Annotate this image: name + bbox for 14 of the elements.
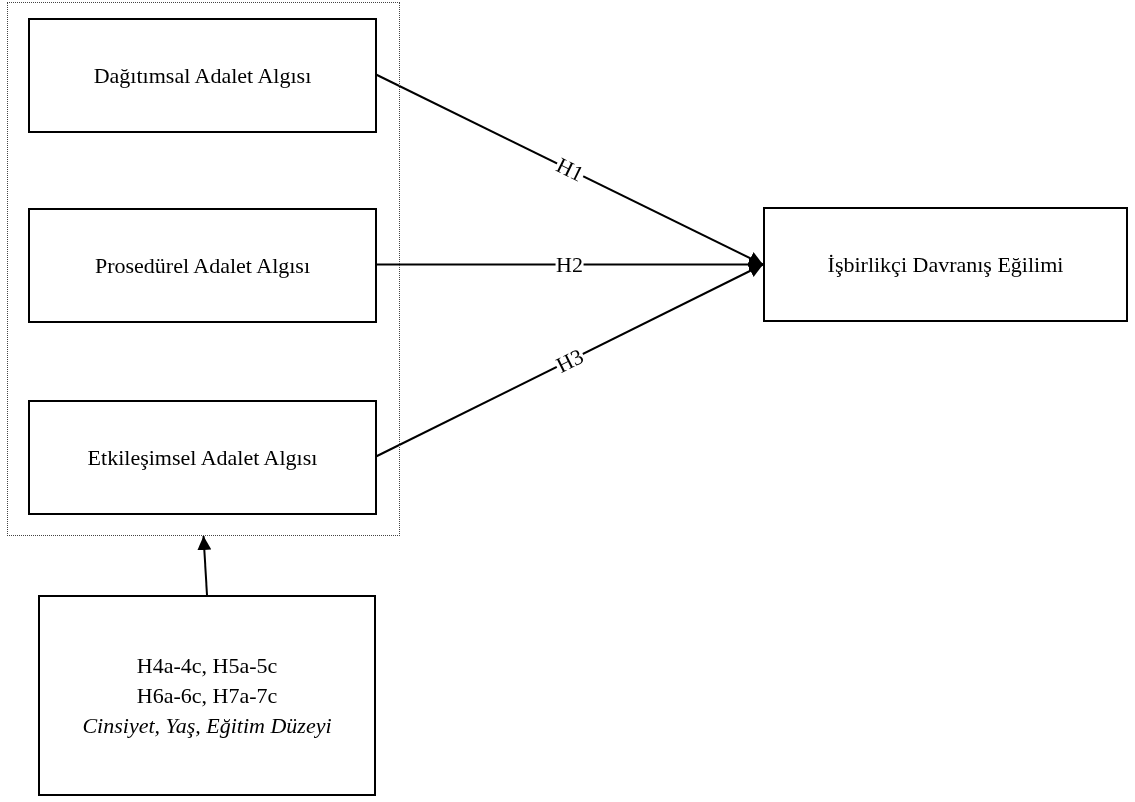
group-frame bbox=[7, 2, 400, 536]
box-text: Etkileşimsel Adalet Algısı bbox=[87, 443, 318, 472]
concept-box bbox=[28, 18, 377, 133]
box-text: H6a-6c, H7a-7c bbox=[136, 681, 278, 710]
concept-box bbox=[28, 400, 377, 515]
concept-box bbox=[763, 207, 1128, 322]
concept-box bbox=[28, 208, 377, 323]
box-text: Prosedürel Adalet Algısı bbox=[94, 251, 311, 280]
box-text: H4a-4c, H5a-5c bbox=[136, 651, 278, 680]
box-text: İşbirlikçi Davranış Eğilimi bbox=[827, 250, 1064, 279]
box-text: Cinsiyet, Yaş, Eğitim Düzeyi bbox=[82, 711, 332, 740]
box-text: Dağıtımsal Adalet Algısı bbox=[93, 61, 312, 90]
concept-box bbox=[38, 595, 376, 796]
arrow bbox=[197, 535, 212, 596]
